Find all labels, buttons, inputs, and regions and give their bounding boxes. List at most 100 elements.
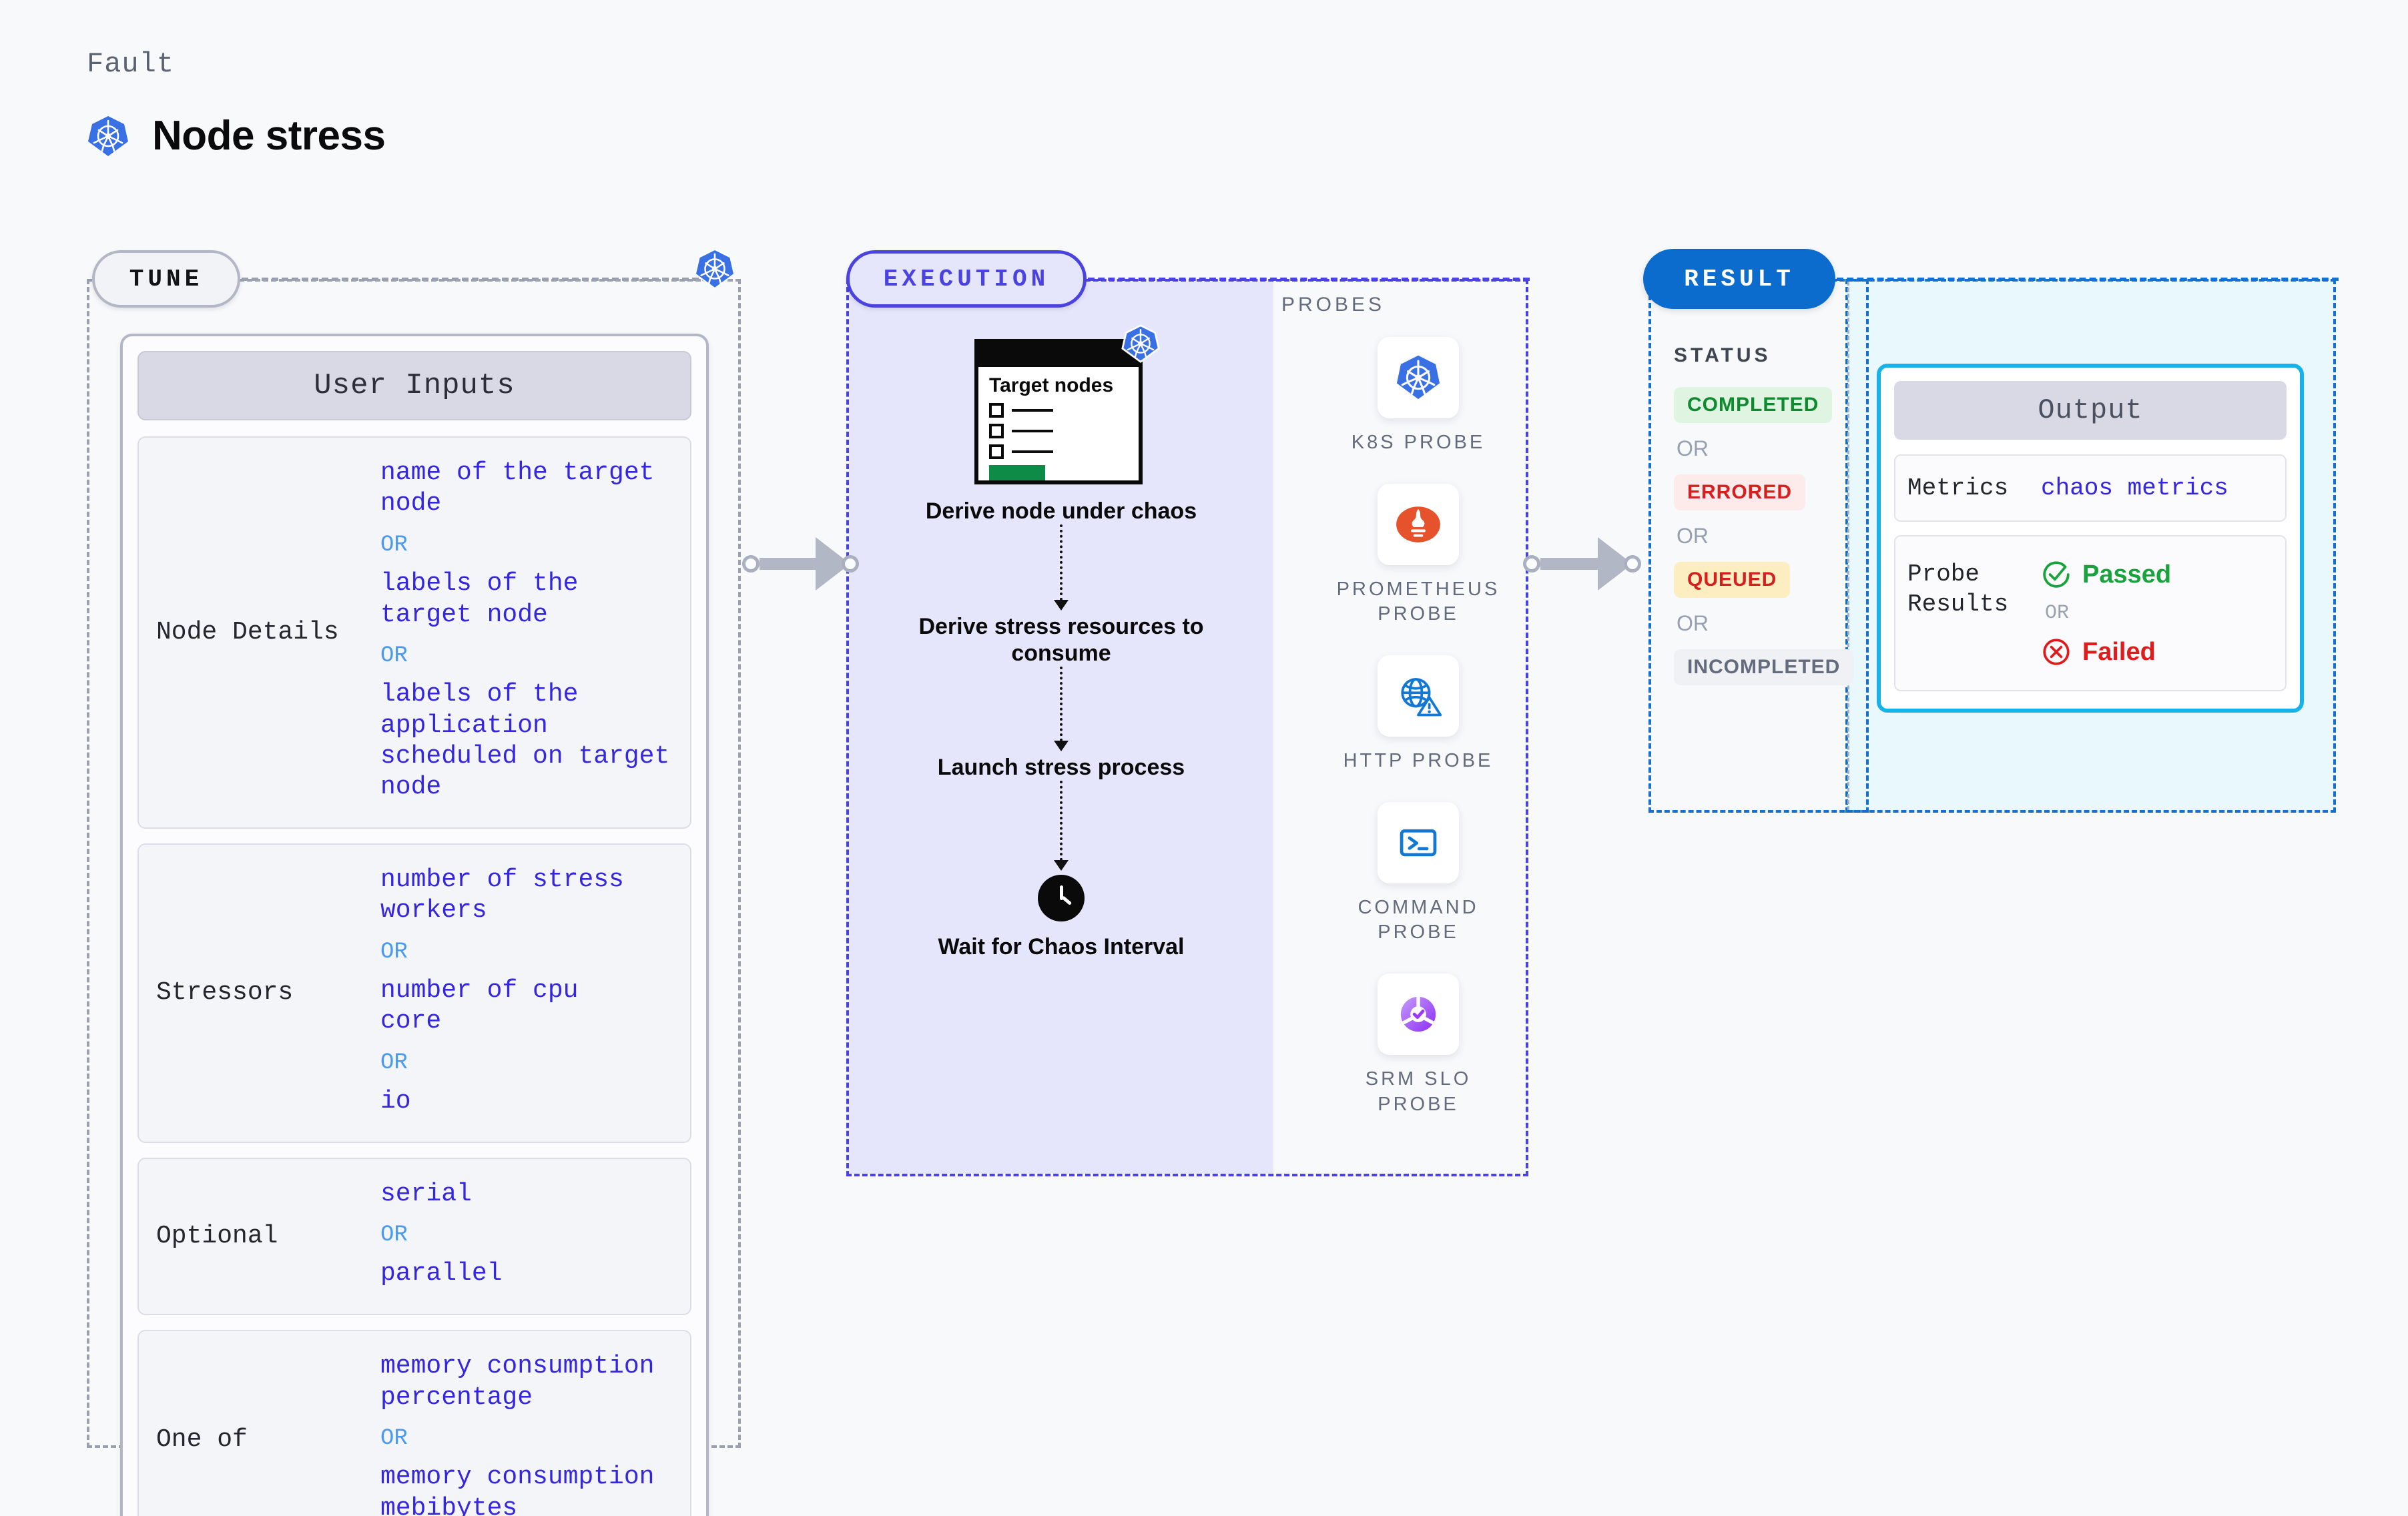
execution-flow: Target nodes: [868, 324, 1255, 961]
step-label: Wait for Chaos Interval: [938, 934, 1185, 960]
param-value: number of stress workers: [380, 865, 624, 925]
param-or: OR: [380, 643, 408, 669]
param-value: io: [380, 1087, 411, 1116]
arrow-end-dot: [842, 555, 859, 573]
probe-tile: [1378, 801, 1459, 883]
param-row-one-of: One of memory consumption percentage OR …: [137, 1329, 691, 1516]
arrow-head: [1054, 600, 1069, 611]
probe-label: SRM SLO PROBE: [1365, 1068, 1472, 1115]
prometheus-icon: [1396, 506, 1440, 542]
probe-http[interactable]: HTTP PROBE: [1331, 655, 1505, 774]
target-nodes-card: Target nodes: [974, 324, 1160, 486]
kubernetes-icon: [87, 115, 129, 157]
probe-tile: [1378, 974, 1459, 1056]
param-value: labels of the application scheduled on t…: [380, 680, 670, 802]
param-label: Node Details: [156, 618, 339, 647]
x-circle-icon: [2043, 639, 2070, 665]
card-content: Target nodes: [978, 367, 1139, 480]
output-row-metrics: Metrics chaos metrics: [1894, 454, 2287, 522]
status-badge-queued: QUEUED: [1674, 562, 1791, 598]
result-badge[interactable]: RESULT: [1643, 249, 1835, 309]
output-value: chaos metrics: [2041, 474, 2228, 502]
rule-line: [1012, 430, 1053, 433]
probe-srm-slo[interactable]: SRM SLO PROBE: [1331, 974, 1505, 1117]
checkbox-icon: [989, 424, 1004, 439]
failed-label: Failed: [2082, 637, 2156, 666]
tune-connector: [242, 278, 709, 281]
result-divider: [1847, 282, 1849, 810]
arrow-end-dot: [1624, 555, 1641, 573]
checkbox-row: [989, 444, 1139, 460]
slo-donut-check-icon: [1400, 997, 1436, 1032]
param-row-stressors: Stressors number of stress workers OR nu…: [137, 843, 691, 1143]
output-label: Probe Results: [1907, 560, 2009, 618]
passed-label: Passed: [2082, 560, 2172, 589]
step-label: Derive node under chaos: [925, 498, 1197, 524]
probe-label: K8S PROBE: [1351, 432, 1486, 453]
param-value: serial: [380, 1179, 472, 1208]
param-values: memory consumption percentage OR memory …: [380, 1351, 677, 1516]
flow-arrow: [1054, 524, 1069, 611]
param-label: Optional: [156, 1221, 278, 1250]
probe-result-passed: Passed: [2041, 559, 2171, 590]
param-value: memory consumption percentage: [380, 1352, 655, 1412]
globe-warning-icon: [1401, 678, 1442, 717]
param-row-optional: Optional serial OR parallel: [137, 1157, 691, 1315]
probe-command[interactable]: COMMAND PROBE: [1331, 801, 1505, 945]
param-value: labels of the target node: [380, 569, 579, 629]
page-title: Node stress: [152, 113, 386, 159]
tune-kubernetes-icon: [694, 248, 735, 293]
check-circle-icon: [2043, 561, 2070, 588]
probe-label: HTTP PROBE: [1343, 750, 1494, 772]
probe-tile: [1378, 483, 1459, 565]
status-list: COMPLETED OR ERRORED OR QUEUED OR INCOMP…: [1674, 387, 1854, 685]
flow-arrow: [1054, 781, 1069, 871]
output-label: Metrics: [1907, 474, 2009, 502]
status-or: OR: [1677, 524, 1709, 548]
probe-k8s[interactable]: K8S PROBE: [1331, 337, 1505, 456]
kubernetes-icon: [1396, 355, 1440, 400]
checkbox-icon: [989, 403, 1004, 418]
tune-badge[interactable]: TUNE: [92, 250, 240, 308]
probe-label: COMMAND PROBE: [1358, 896, 1479, 943]
arrow-head: [1054, 741, 1069, 752]
rule-line: [1012, 450, 1053, 454]
probe-result-failed: Failed: [2041, 637, 2171, 667]
execution-connector: [1088, 278, 1530, 281]
probe-label: PROMETHEUS PROBE: [1336, 578, 1500, 625]
param-or: OR: [380, 1222, 408, 1248]
checkbox-row: [989, 424, 1139, 439]
param-values: name of the target node OR labels of the…: [380, 458, 677, 807]
execution-badge[interactable]: EXECUTION: [846, 250, 1087, 308]
param-or: OR: [380, 939, 408, 965]
checkbox-icon: [989, 444, 1004, 460]
probes-list: K8S PROBE PROMETHEUS PROBE: [1308, 337, 1528, 1118]
target-nodes-title: Target nodes: [989, 374, 1114, 396]
arrow-tune-to-execution: [742, 537, 859, 591]
arrow-start-dot: [742, 555, 760, 573]
status-badge-incompleted: INCOMPLETED: [1674, 649, 1854, 685]
rule-line: [1012, 409, 1053, 412]
param-value: parallel: [380, 1259, 503, 1288]
checkbox-row: [989, 403, 1139, 418]
output-row-probe-results: Probe Results Passed OR Faile: [1894, 535, 2287, 691]
probe-result-or: OR: [2045, 602, 2070, 625]
card-kubernetes-icon: [1121, 324, 1160, 366]
status-or: OR: [1677, 611, 1709, 635]
param-or: OR: [380, 1426, 408, 1451]
param-label: One of: [156, 1425, 248, 1454]
probe-tile: [1378, 337, 1459, 418]
arrow-shaft: [1540, 558, 1598, 570]
param-or: OR: [380, 1050, 408, 1076]
param-value: name of the target node: [380, 458, 655, 518]
result-connector: [1837, 278, 2339, 281]
param-or: OR: [380, 532, 408, 558]
probes-title: PROBES: [1281, 294, 1386, 316]
flow-arrow: [1054, 667, 1069, 752]
probe-prometheus[interactable]: PROMETHEUS PROBE: [1331, 483, 1505, 627]
terminal-icon: [1400, 829, 1437, 856]
output-card: Output Metrics chaos metrics Probe Resul…: [1877, 364, 2304, 713]
param-value: number of cpu core: [380, 976, 579, 1036]
fault-title-row: Node stress: [87, 112, 386, 159]
